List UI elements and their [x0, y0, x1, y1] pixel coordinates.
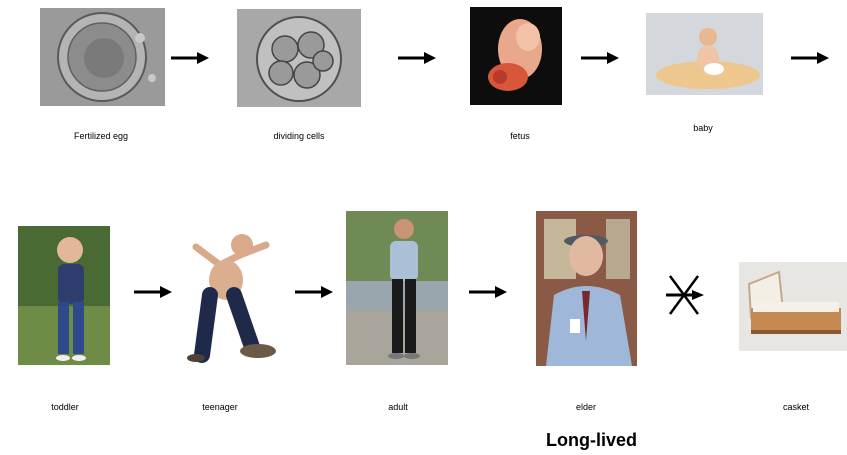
stage-label-casket: casket: [783, 402, 809, 412]
right-arrow-icon: [398, 52, 436, 64]
right-arrow-icon: [171, 52, 209, 64]
stage-label-elder: elder: [576, 402, 596, 412]
stage-label-adult: adult: [388, 402, 408, 412]
crossed-arrow-icon: [664, 272, 704, 318]
caption-title: Long-lived: [546, 430, 637, 451]
toddler-image: [18, 226, 110, 365]
stage-label-dividing-cells: dividing cells: [273, 131, 324, 141]
right-arrow-icon: [581, 52, 619, 64]
dividing-cells-image: [237, 9, 361, 107]
teenager-image: [180, 225, 276, 365]
fertilized-egg-image: [40, 8, 165, 106]
fetus-image: [470, 7, 562, 105]
stage-label-fetus: fetus: [510, 131, 530, 141]
right-arrow-icon: [469, 286, 507, 298]
stage-label-fertilized-egg: Fertilized egg: [74, 131, 128, 141]
right-arrow-icon: [295, 286, 333, 298]
right-arrow-icon: [791, 52, 829, 64]
stage-label-baby: baby: [693, 123, 713, 133]
baby-image: [646, 13, 763, 95]
stage-label-toddler: toddler: [51, 402, 79, 412]
right-arrow-icon: [134, 286, 172, 298]
stage-label-teenager: teenager: [202, 402, 238, 412]
elder-image: [536, 211, 637, 366]
casket-image: [739, 262, 847, 351]
adult-image: [346, 211, 448, 365]
